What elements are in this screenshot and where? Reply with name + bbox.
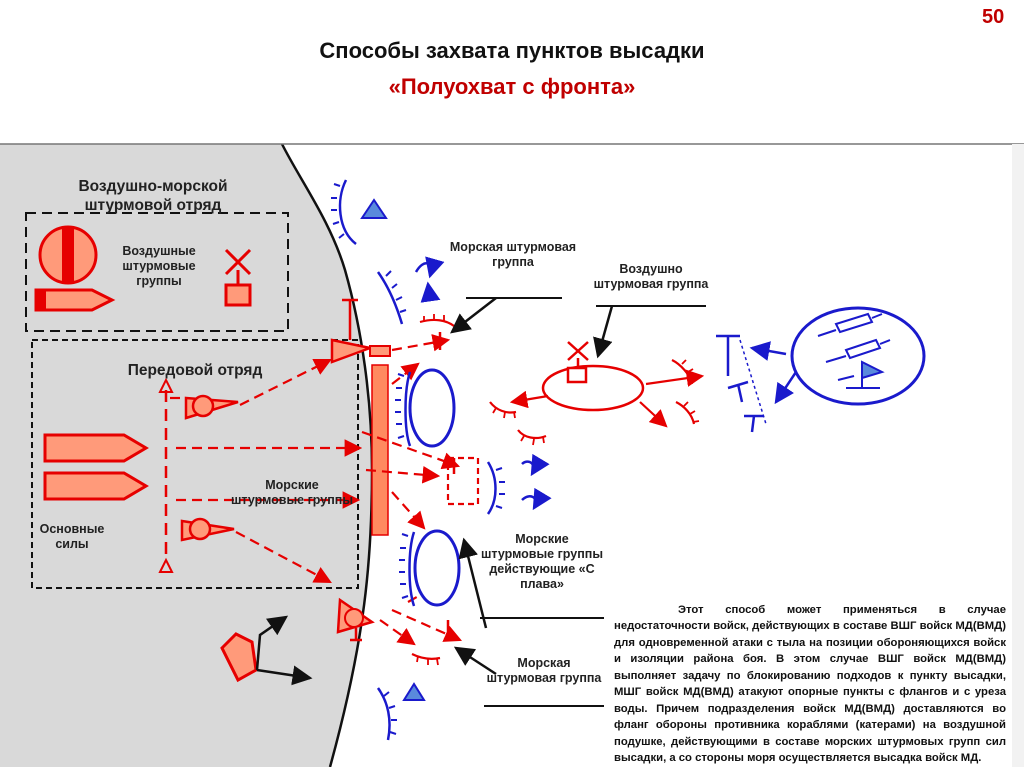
circle-unit-icon bbox=[38, 225, 98, 285]
enemy-triangle-bottom bbox=[402, 682, 426, 701]
attack-arrow-9 bbox=[365, 465, 441, 484]
pointer-sea-group-top bbox=[450, 297, 497, 334]
coastline bbox=[280, 143, 374, 768]
air-sea-frame bbox=[25, 212, 289, 332]
enemy-trench-ticks bbox=[331, 183, 505, 735]
air-group-arrow-down bbox=[639, 401, 668, 428]
enemy-arrow-lower bbox=[774, 371, 798, 405]
attack-arrow-6 bbox=[391, 334, 451, 352]
air-group-arrow-left bbox=[509, 390, 549, 409]
label-sea-assault-groups-flank: Морские штурмовые группы действующие «С … bbox=[480, 532, 603, 591]
movement-arrow-up bbox=[255, 615, 289, 671]
diagram-scene: Воздушно-морской штурмовой отряд Воздушн… bbox=[0, 140, 1024, 768]
label-main-forces: Основные силы bbox=[39, 522, 105, 551]
landing-craft-bottom bbox=[336, 597, 375, 634]
label-air-assault-groups: Воздушные штурмовые группы bbox=[122, 244, 196, 288]
landing-craft-top bbox=[330, 338, 391, 364]
pointer-air-group-right bbox=[593, 305, 614, 359]
enemy-trench-marks bbox=[338, 179, 497, 741]
page-subtitle: «Полуохват с фронта» bbox=[388, 74, 636, 99]
t-marker-2 bbox=[350, 628, 362, 642]
attack-arrow-12 bbox=[379, 619, 416, 646]
label-air-assault-group-right: Воздушно штурмовая группа bbox=[593, 262, 709, 291]
air-assault-helicopter-icon bbox=[566, 341, 589, 384]
triangle-marker-top bbox=[158, 377, 174, 393]
main-force-vessel-1 bbox=[43, 433, 149, 463]
attack-arrow-11 bbox=[391, 608, 463, 642]
main-force-vessel-2 bbox=[43, 471, 149, 501]
enemy-counter-arrows bbox=[414, 256, 552, 511]
enemy-strongpoint-upper bbox=[408, 368, 456, 448]
movement-arrow-right bbox=[256, 665, 313, 686]
attack-arrow-8 bbox=[361, 430, 461, 470]
attack-arrow-5 bbox=[235, 531, 332, 584]
enemy-rocket-icons bbox=[817, 312, 891, 381]
enemy-flag-icon bbox=[861, 360, 885, 388]
beach-strip bbox=[371, 364, 389, 536]
description-text: Этот способ может применяться в случае н… bbox=[614, 604, 1006, 765]
label-sea-assault-groups-left: Морские штурмовые группы bbox=[230, 478, 353, 507]
amphibious-vehicle bbox=[220, 632, 258, 683]
enemy-strongpoint-lower bbox=[413, 529, 461, 607]
helicopter-landing-icon bbox=[224, 248, 252, 307]
blocking-line bbox=[716, 334, 767, 433]
tactical-diagram bbox=[0, 143, 1024, 768]
attack-arrow-7 bbox=[391, 362, 420, 385]
forward-detachment-frame bbox=[31, 339, 359, 589]
air-group-arrow-right bbox=[645, 369, 705, 387]
label-air-sea-detachment: Воздушно-морской штурмовой отряд bbox=[78, 178, 228, 214]
pointer-sea-groups-flank bbox=[458, 537, 488, 629]
forward-unit-1 bbox=[184, 394, 239, 420]
air-assault-area bbox=[541, 364, 645, 412]
pointer-sea-group-bottom bbox=[453, 646, 497, 676]
t-marker-1 bbox=[342, 298, 358, 340]
enemy-triangle-top bbox=[360, 198, 388, 219]
page-number: 50 bbox=[982, 6, 1005, 28]
attack-arrow-10 bbox=[391, 491, 426, 530]
label-sea-assault-group-top: Морская штурмовая группа bbox=[449, 240, 577, 269]
page-title: Способы захвата пунктов высадки bbox=[319, 38, 705, 63]
holding-block bbox=[446, 456, 480, 506]
enemy-arrow-upper bbox=[749, 341, 787, 361]
forward-unit-2 bbox=[180, 517, 235, 542]
triangle-marker-bottom bbox=[158, 557, 174, 573]
boat-icon bbox=[34, 288, 116, 312]
label-sea-assault-group-bottom: Морская штурмовая группа bbox=[486, 656, 602, 685]
attack-arrow-1 bbox=[239, 359, 332, 406]
frame-right bbox=[1012, 144, 1024, 767]
label-forward-detachment: Передовой отряд bbox=[127, 362, 263, 379]
